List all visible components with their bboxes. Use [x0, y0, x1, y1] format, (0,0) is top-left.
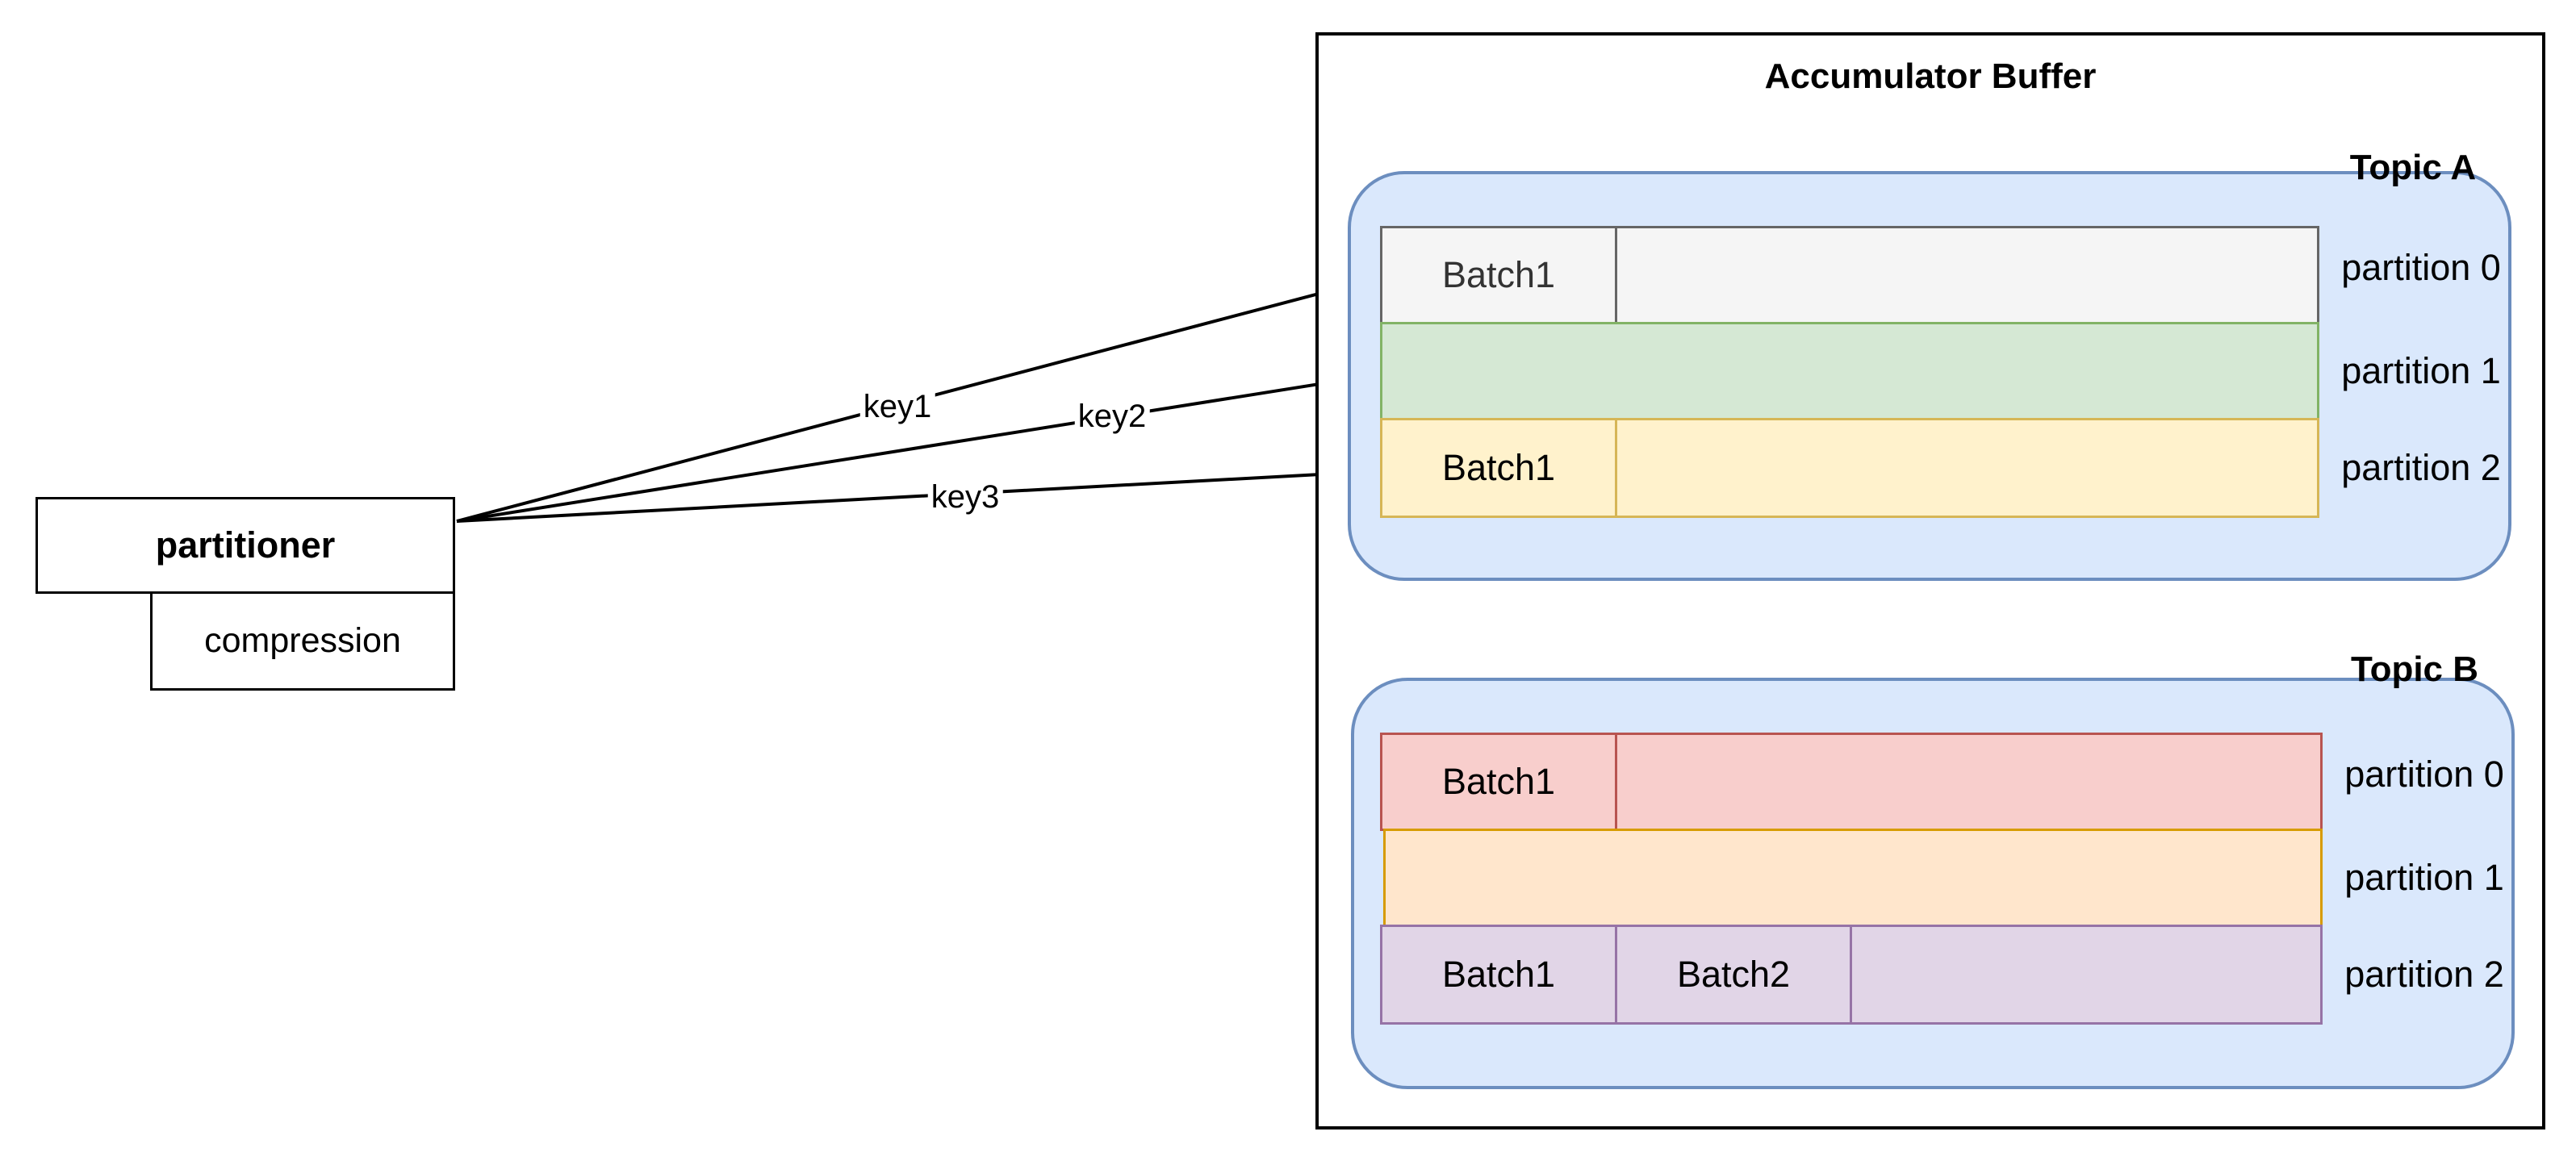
partitioner-label: partitioner — [155, 524, 336, 566]
edge-label-key1: key1 — [859, 389, 935, 424]
topic-b-partition-1[interactable] — [1383, 829, 2323, 927]
topic-b-partition-0[interactable]: Batch1 — [1380, 733, 2323, 831]
edge-label-key3: key3 — [927, 479, 1003, 515]
topic-b-partition-2[interactable]: Batch1 Batch2 — [1380, 925, 2323, 1025]
topic-a-title: Topic A — [2349, 148, 2477, 187]
topic-b-partition-2-label: partition 2 — [2344, 954, 2504, 995]
topic-a-p0-batch1[interactable]: Batch1 — [1382, 228, 1617, 322]
compression-box[interactable]: compression — [150, 594, 455, 691]
accumulator-title: Accumulator Buffer — [1764, 56, 2097, 96]
topic-a-p2-batch1[interactable]: Batch1 — [1382, 420, 1617, 516]
edge-label-key2: key2 — [1074, 399, 1150, 434]
partitioner-box[interactable]: partitioner — [36, 497, 455, 594]
topic-a-partition-2-label: partition 2 — [2341, 447, 2501, 488]
compression-label: compression — [204, 621, 401, 660]
topic-b-partition-0-label: partition 0 — [2344, 754, 2504, 795]
topic-b-p0-batch1[interactable]: Batch1 — [1382, 735, 1617, 829]
topic-b-p2-batch2[interactable]: Batch2 — [1617, 927, 1852, 1022]
topic-a-partition-0-label: partition 0 — [2341, 247, 2501, 288]
topic-a-partition-2[interactable]: Batch1 — [1380, 418, 2319, 518]
edge-key2[interactable] — [456, 362, 1383, 523]
topic-b-title: Topic B — [2350, 649, 2479, 689]
topic-a-partition-0[interactable]: Batch1 — [1380, 226, 2319, 324]
topic-a-partition-1[interactable] — [1380, 322, 2319, 420]
topic-b-p2-batch1[interactable]: Batch1 — [1382, 927, 1617, 1022]
topic-a-partition-1-label: partition 1 — [2341, 350, 2501, 391]
edge-key3[interactable] — [456, 456, 1383, 523]
topic-b-partition-1-label: partition 1 — [2344, 857, 2504, 898]
